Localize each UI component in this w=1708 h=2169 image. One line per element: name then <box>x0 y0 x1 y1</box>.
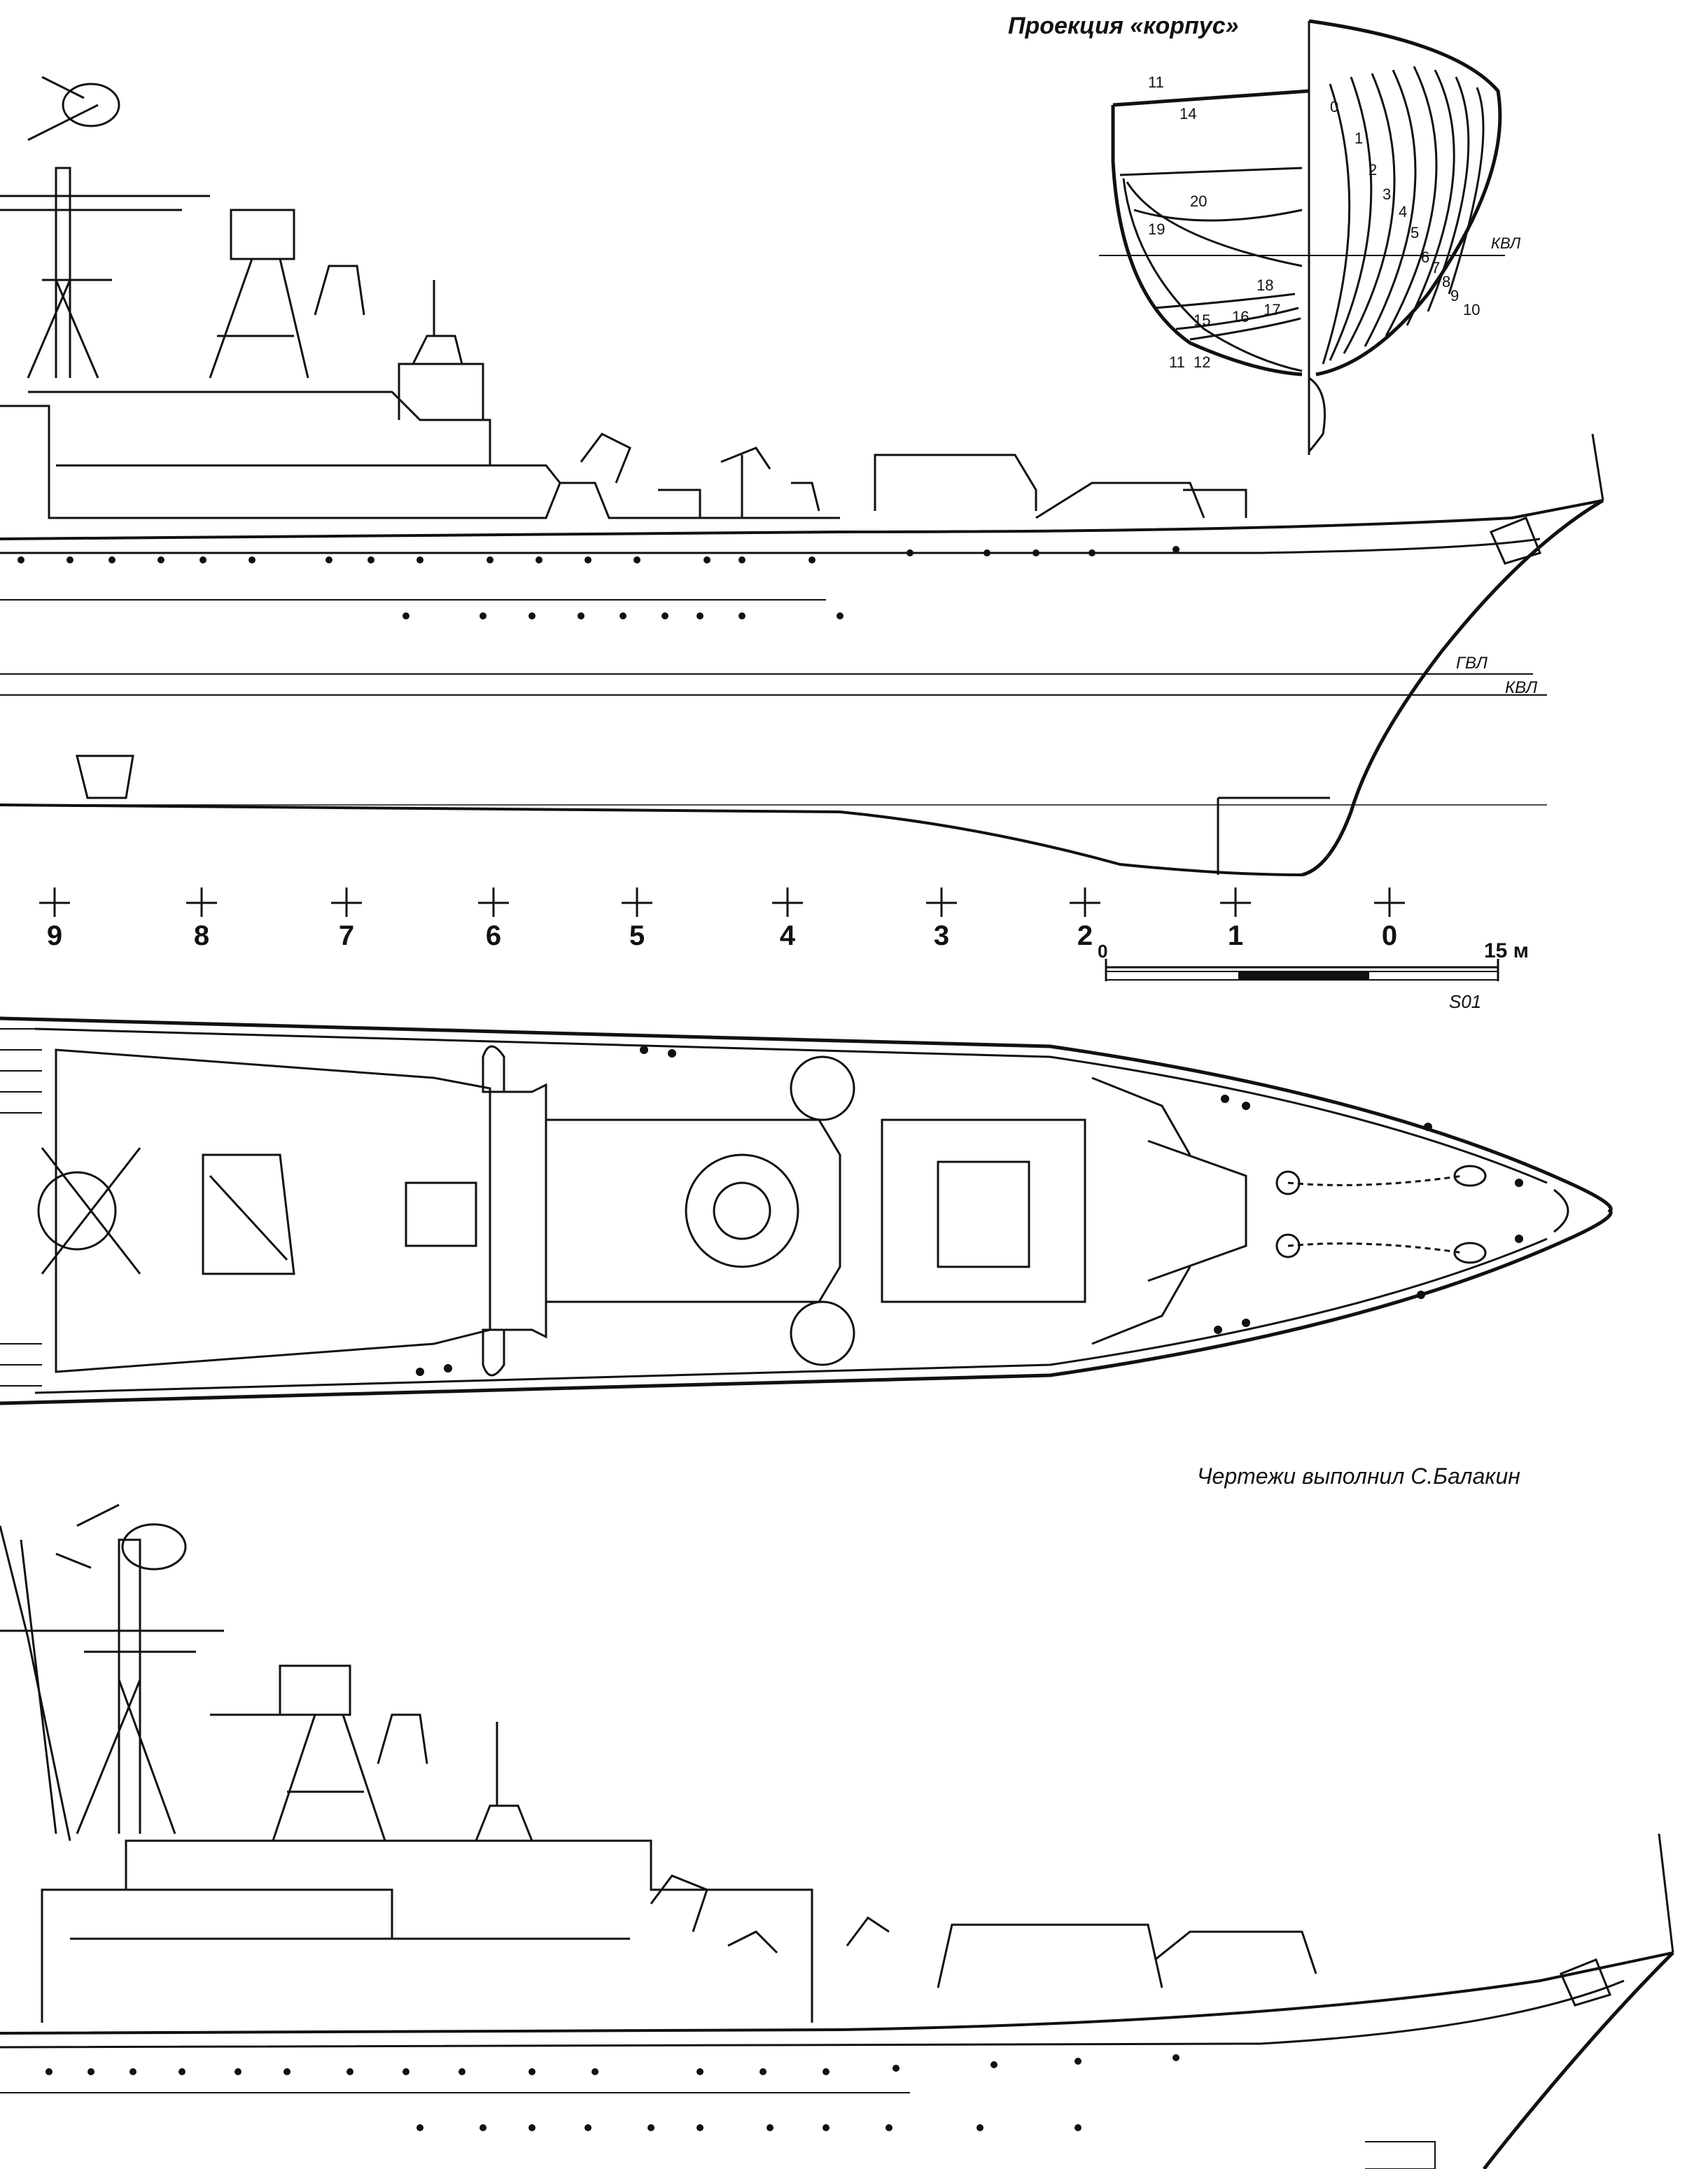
body-plan-section-number: 8 <box>1442 273 1450 290</box>
scale-bar-mark: S01 <box>1449 991 1481 1012</box>
body-plan-section-number: 3 <box>1382 185 1391 203</box>
scale-bar: 0 15 м S01 <box>1098 939 1529 1012</box>
frame-station-5: 5 <box>622 887 652 951</box>
side-profile-bottom <box>0 1503 1674 2169</box>
frame-station-label: 1 <box>1228 920 1243 951</box>
scale-bar-end-label: 15 м <box>1484 939 1529 962</box>
frame-stations: 9 8 7 6 5 4 3 2 1 0 <box>39 887 1405 951</box>
body-plan-section-number: 19 <box>1148 220 1165 238</box>
body-plan-section-number: 14 <box>1180 105 1196 122</box>
body-plan-section-number: 9 <box>1450 287 1459 304</box>
waterline-label-kvl: КВЛ <box>1505 678 1538 697</box>
frame-station-6: 6 <box>478 887 509 951</box>
body-plan-section-number: 11 <box>1169 353 1185 371</box>
frame-station-label: 7 <box>339 920 354 951</box>
waterline-label-gvl: ГВЛ <box>1456 654 1488 673</box>
body-plan-section-number: 0 <box>1330 98 1338 115</box>
frame-station-label: 3 <box>934 920 949 951</box>
body-plan-section-number: 7 <box>1432 259 1440 276</box>
body-plan-section-number: 17 <box>1264 301 1280 318</box>
body-plan-section-number: 16 <box>1232 308 1249 325</box>
scale-bar-start-label: 0 <box>1098 941 1107 962</box>
frame-station-1: 1 <box>1220 887 1251 951</box>
frame-station-8: 8 <box>186 887 217 951</box>
body-plan-section-number: 11 <box>1148 73 1164 91</box>
body-plan-title: Проекция «корпус» <box>1008 13 1239 39</box>
drawing-credit: Чертежи выполнил С.Балакин <box>1197 1463 1520 1489</box>
deck-plan-view <box>0 1016 1613 1405</box>
frame-station-9: 9 <box>39 887 70 951</box>
body-plan-section-number: 1 <box>1354 129 1363 147</box>
frame-station-2: 2 <box>1070 887 1100 951</box>
body-plan-section-number: 6 <box>1421 248 1429 266</box>
frame-station-4: 4 <box>772 887 803 951</box>
frame-station-label: 2 <box>1077 920 1093 951</box>
frame-station-label: 4 <box>780 920 796 951</box>
frame-station-label: 0 <box>1382 920 1397 951</box>
body-plan-section-number: 12 <box>1194 353 1210 371</box>
body-plan-waterline-label: КВЛ <box>1491 234 1521 252</box>
body-plan: Проекция «корпус» КВЛ 012345678910111214… <box>1008 13 1521 455</box>
body-plan-section-number: 18 <box>1256 276 1273 294</box>
body-plan-section-number: 15 <box>1194 311 1210 329</box>
body-plan-section-number: 5 <box>1410 224 1419 241</box>
side-profile-top: ГВЛ КВЛ <box>0 76 1604 877</box>
body-plan-section-number: 2 <box>1368 161 1377 178</box>
frame-station-label: 8 <box>194 920 209 951</box>
frame-station-3: 3 <box>926 887 957 951</box>
frame-station-7: 7 <box>331 887 362 951</box>
frame-station-0: 0 <box>1374 887 1405 951</box>
body-plan-section-number: 4 <box>1399 203 1407 220</box>
frame-station-label: 9 <box>47 920 62 951</box>
frame-station-label: 6 <box>486 920 501 951</box>
body-plan-section-number: 10 <box>1463 301 1480 318</box>
body-plan-section-number: 20 <box>1190 192 1207 210</box>
frame-station-label: 5 <box>629 920 645 951</box>
